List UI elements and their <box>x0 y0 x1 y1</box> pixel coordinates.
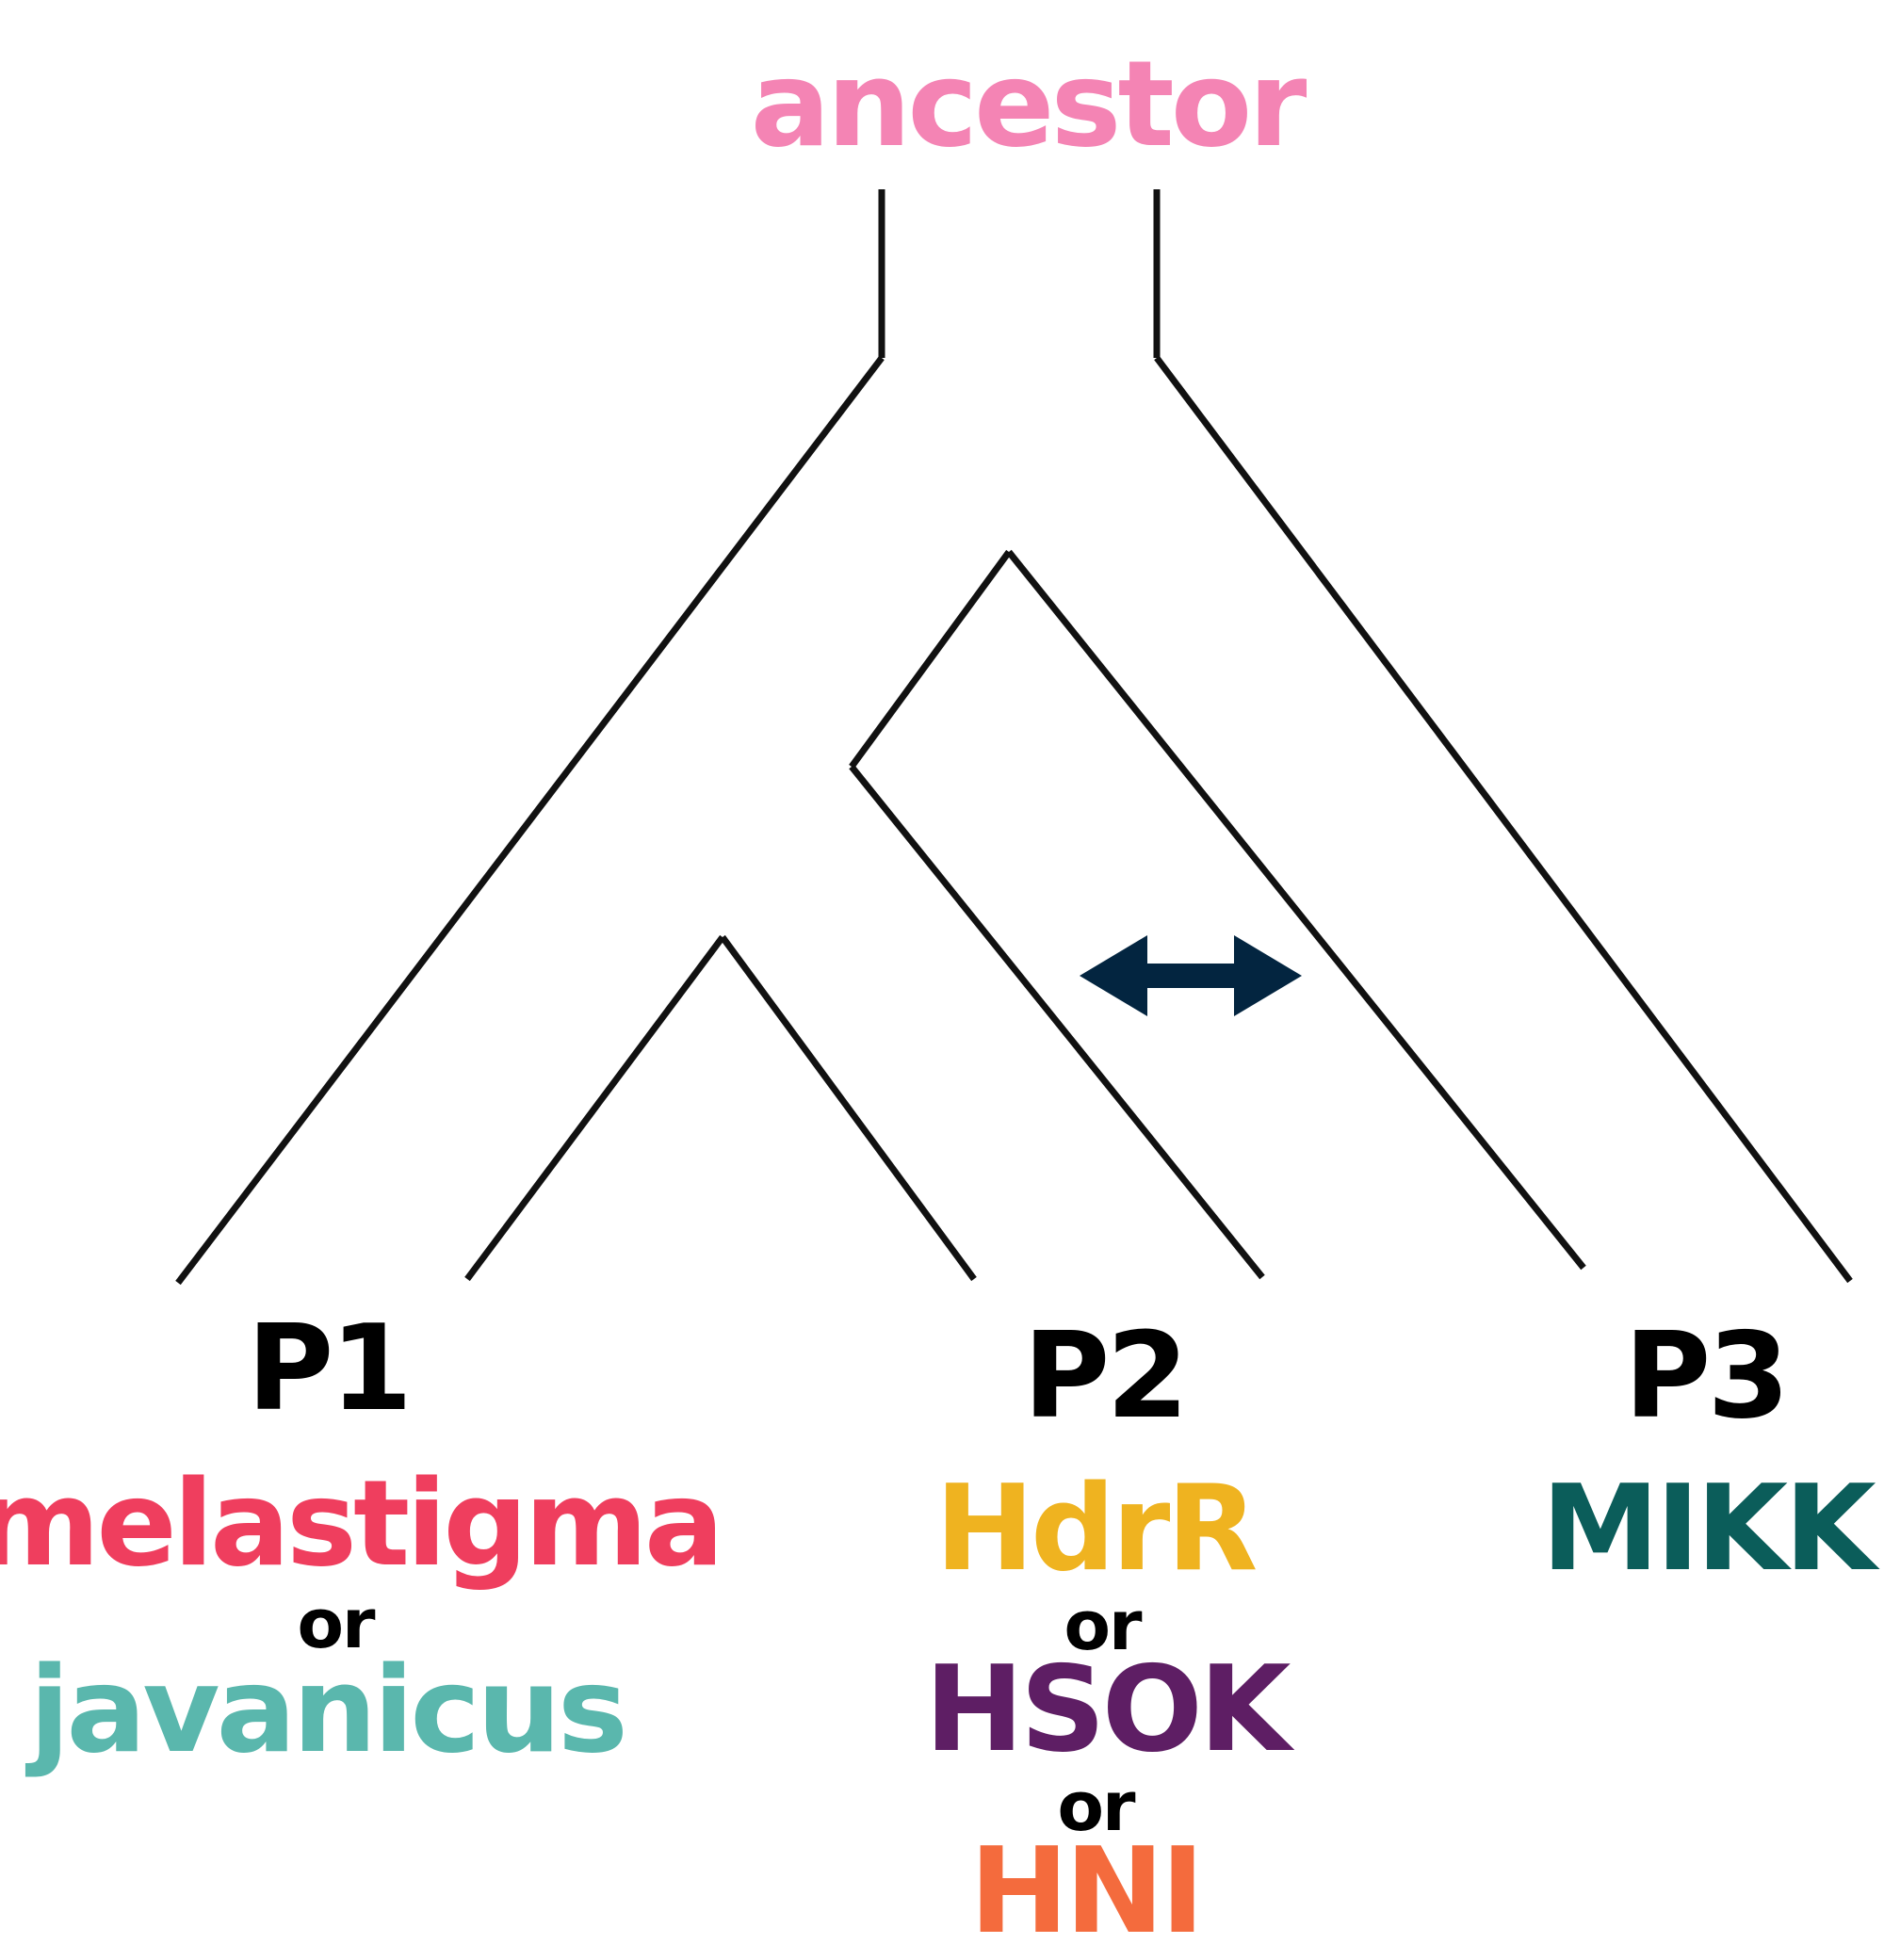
p2-option-hni: HNI <box>969 1822 1205 1960</box>
population-p2-label: P2 <box>1022 1306 1189 1445</box>
p1-option-javanicus: javanicus <box>29 1641 628 1779</box>
branch-p1p2-left <box>464 934 725 1282</box>
branch-p2p3-left <box>849 549 1012 769</box>
gene-flow-double-arrow <box>1080 935 1302 1016</box>
p2-option-hdrr: HdrR <box>934 1459 1259 1597</box>
p1-or-connector: or <box>297 1584 376 1663</box>
branch-outer-right <box>1154 355 1853 1284</box>
p2-option-hsok: HSOK <box>924 1640 1291 1778</box>
population-p3-label: P3 <box>1623 1306 1790 1445</box>
p2-or-connector-2: or <box>1057 1767 1136 1846</box>
p3-option-mikk: MIKK <box>1541 1459 1876 1597</box>
ancestor-label: ancestor <box>750 35 1307 173</box>
p1-option-melastigma: melastigma <box>0 1454 724 1593</box>
branch-p1p2-right <box>720 934 977 1282</box>
branch-p2p3-right <box>1006 549 1586 1271</box>
population-p1-label: P1 <box>246 1299 413 1437</box>
branch-outer-left <box>175 355 885 1286</box>
branch-inner-right <box>849 764 1265 1280</box>
p2-or-connector-1: or <box>1064 1586 1143 1665</box>
